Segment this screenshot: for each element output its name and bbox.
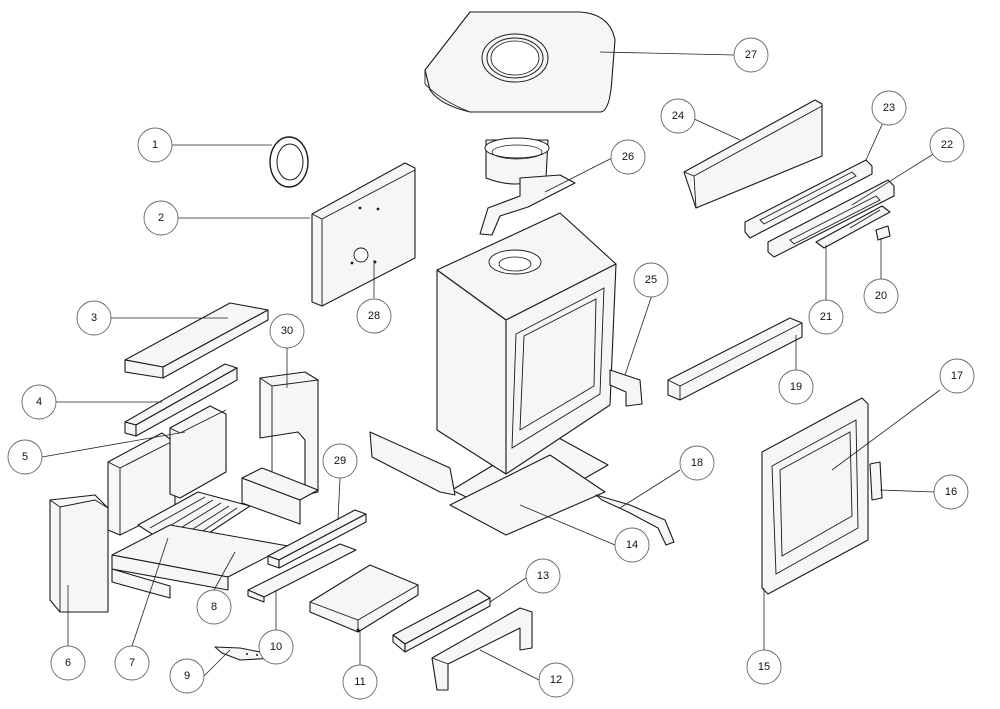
callout-3: 3 — [76, 300, 112, 336]
svg-text:28: 28 — [368, 310, 380, 322]
callout-23: 23 — [871, 90, 907, 126]
air-wash-bar — [667, 317, 803, 401]
svg-text:8: 8 — [211, 601, 217, 613]
callout-24: 24 — [660, 98, 696, 134]
svg-text:23: 23 — [883, 102, 895, 114]
callout-22: 22 — [929, 127, 965, 163]
callout-30: 30 — [269, 313, 305, 349]
svg-text:15: 15 — [758, 661, 770, 673]
callout-2: 2 — [143, 200, 179, 236]
callout-8: 8 — [196, 589, 232, 625]
fret — [247, 543, 357, 603]
svg-text:3: 3 — [91, 312, 97, 324]
callout-4: 4 — [21, 384, 57, 420]
base-plate — [449, 431, 609, 536]
callout-12: 12 — [538, 662, 574, 698]
callout-21: 21 — [808, 299, 844, 335]
callout-14: 14 — [614, 527, 650, 563]
air-slide-backplate — [767, 179, 895, 258]
svg-text:13: 13 — [537, 570, 549, 582]
callout-1: 1 — [137, 127, 173, 163]
back-plate — [311, 162, 416, 307]
callout-29: 29 — [322, 443, 358, 479]
callout-17: 17 — [939, 358, 975, 394]
callout-20: 20 — [863, 278, 899, 314]
callout-6: 6 — [50, 645, 86, 681]
svg-text:17: 17 — [951, 370, 963, 382]
svg-text:22: 22 — [941, 139, 953, 151]
callout-25: 25 — [633, 262, 669, 298]
svg-text:18: 18 — [691, 457, 703, 469]
svg-text:26: 26 — [622, 151, 634, 163]
side-firebrick-left — [107, 405, 227, 536]
callout-13: 13 — [525, 558, 561, 594]
side-firebrick-tall — [49, 494, 109, 613]
svg-text:20: 20 — [875, 290, 887, 302]
svg-text:2: 2 — [158, 212, 164, 224]
glass-retainer-ring — [269, 136, 309, 188]
base-firebrick — [111, 467, 319, 599]
callout-11: 11 — [342, 664, 378, 700]
svg-text:27: 27 — [745, 49, 757, 61]
svg-text:6: 6 — [65, 657, 71, 669]
svg-text:21: 21 — [820, 311, 832, 323]
svg-text:9: 9 — [184, 670, 190, 682]
svg-text:19: 19 — [790, 381, 802, 393]
svg-text:10: 10 — [270, 641, 282, 653]
baffle-plate — [124, 302, 269, 379]
top-heat-shield — [683, 99, 823, 209]
svg-text:16: 16 — [945, 486, 957, 498]
svg-text:29: 29 — [334, 455, 346, 467]
ashpan-cover — [431, 607, 533, 691]
svg-text:7: 7 — [129, 657, 135, 669]
door — [761, 397, 883, 595]
svg-text:12: 12 — [550, 674, 562, 686]
flue-collar — [479, 137, 576, 236]
ashlip — [392, 589, 491, 653]
callout-10: 10 — [258, 629, 294, 665]
callout-28: 28 — [356, 298, 392, 334]
callout-19: 19 — [778, 369, 814, 405]
callout-9: 9 — [169, 658, 205, 694]
svg-text:24: 24 — [672, 110, 684, 122]
stove-body — [369, 212, 643, 496]
ash-pan — [309, 564, 419, 633]
air-slide-control — [815, 205, 891, 249]
leader-lines — [41, 51, 941, 681]
svg-text:25: 25 — [645, 274, 657, 286]
callout-18: 18 — [679, 445, 715, 481]
callout-26: 26 — [610, 139, 646, 175]
svg-text:4: 4 — [36, 396, 42, 408]
svg-text:1: 1 — [152, 139, 158, 151]
svg-text:14: 14 — [626, 539, 638, 551]
callout-7: 7 — [114, 645, 150, 681]
door-latch — [595, 494, 675, 546]
callout-16: 16 — [933, 474, 969, 510]
callout-15: 15 — [746, 649, 782, 685]
front-bar — [267, 509, 367, 569]
callout-5: 5 — [7, 439, 43, 475]
svg-text:11: 11 — [354, 676, 365, 688]
firebrick-front — [124, 363, 238, 437]
callout-27: 27 — [733, 37, 769, 73]
svg-text:30: 30 — [281, 325, 293, 337]
top-plate — [424, 11, 616, 113]
svg-text:5: 5 — [22, 451, 28, 463]
